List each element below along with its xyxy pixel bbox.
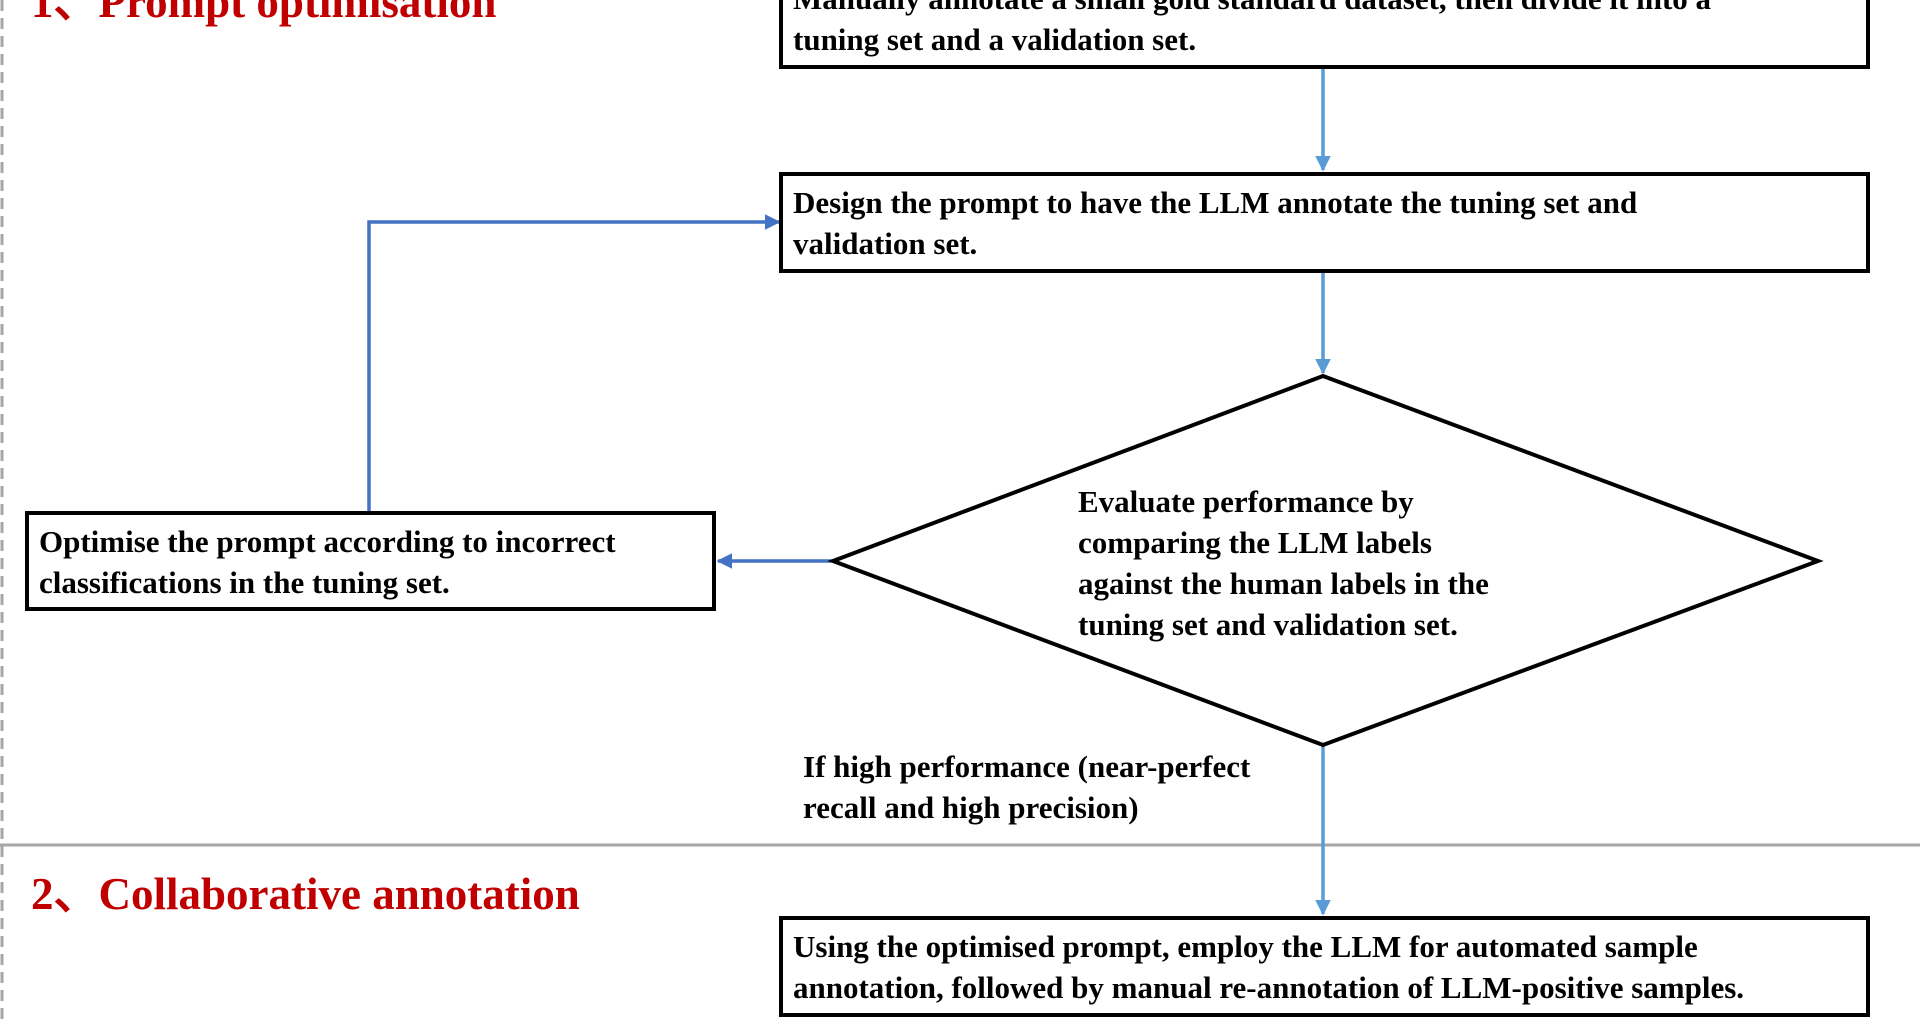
collaborative-annotation-box: Using the optimised prompt, employ the L… bbox=[779, 916, 1870, 1017]
high-performance-condition-label: If high performance (near-perfect recall… bbox=[803, 746, 1250, 828]
decision-line: tuning set and validation set. bbox=[1078, 607, 1458, 642]
box-line: classifications in the tuning set. bbox=[39, 565, 450, 600]
condition-line: recall and high precision) bbox=[803, 790, 1139, 825]
design-prompt-box: Design the prompt to have the LLM annota… bbox=[779, 172, 1870, 273]
decision-line: comparing the LLM labels bbox=[1078, 525, 1432, 560]
condition-line: If high performance (near-perfect bbox=[803, 749, 1251, 784]
section-number: 1、 bbox=[31, 0, 99, 27]
section-title-collaborative-annotation: 2、Collaborative annotation bbox=[31, 868, 580, 920]
decision-line: Evaluate performance by bbox=[1078, 484, 1414, 519]
annotate-gold-standard-box: Manually annotate a small gold standard … bbox=[779, 0, 1870, 69]
section-title-text: Collaborative annotation bbox=[98, 869, 580, 919]
optimise-prompt-box: Optimise the prompt according to incorre… bbox=[25, 511, 716, 611]
box-line: tuning set and a validation set. bbox=[793, 22, 1197, 57]
evaluate-decision-diamond bbox=[827, 373, 1824, 748]
box-line: validation set. bbox=[793, 226, 978, 261]
box-line: Optimise the prompt according to incorre… bbox=[39, 524, 616, 559]
section-title-prompt-optimisation: 1、Prompt optimisation bbox=[31, 0, 496, 28]
box-line: Manually annotate a small gold standard … bbox=[793, 0, 1856, 19]
evaluate-decision-text: Evaluate performance by comparing the LL… bbox=[1078, 481, 1489, 645]
decision-line: against the human labels in the bbox=[1078, 566, 1489, 601]
box-line: Design the prompt to have the LLM annota… bbox=[793, 185, 1638, 220]
section-number: 2、 bbox=[31, 869, 99, 919]
box-line: Using the optimised prompt, employ the L… bbox=[793, 929, 1698, 964]
section-title-text: Prompt optimisation bbox=[98, 0, 497, 27]
box-line: annotation, followed by manual re-annota… bbox=[793, 970, 1745, 1005]
arrow-optimise-to-design bbox=[367, 214, 781, 511]
